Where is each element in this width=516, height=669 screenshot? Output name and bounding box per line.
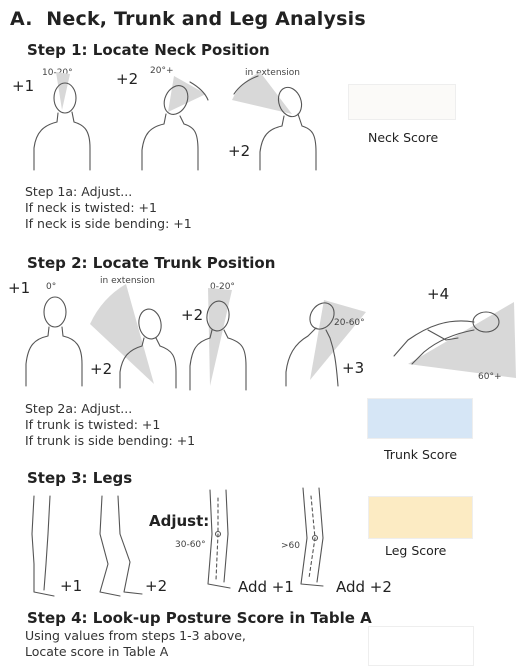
neck-figure-1 <box>24 70 94 180</box>
leg-score-label: Leg Score <box>385 543 446 558</box>
leg-score-2: +2 <box>145 577 167 595</box>
step1a-line-1: Step 1a: Adjust... <box>25 184 192 200</box>
neck-figure-3 <box>230 70 340 180</box>
step2-heading: Step 2: Locate Trunk Position <box>27 254 275 272</box>
step4-instructions: Using values from steps 1-3 above, Locat… <box>25 628 246 660</box>
leg-score-3: Add +1 <box>238 578 294 596</box>
step4-line-1: Using values from steps 1-3 above, <box>25 628 246 644</box>
trunk-figure-1 <box>22 286 92 396</box>
step3-heading: Step 3: Legs <box>27 469 132 487</box>
trunk-angle-4: 20-60° <box>334 318 365 328</box>
neck-score-box[interactable] <box>348 84 456 120</box>
trunk-score-box[interactable] <box>367 398 473 439</box>
neck-figure-2 <box>130 70 220 180</box>
step4-heading: Step 4: Look-up Posture Score in Table A <box>27 609 372 627</box>
leg-figure-2 <box>90 494 150 604</box>
step1a-line-3: If neck is side bending: +1 <box>25 216 192 232</box>
step1a-line-2: If neck is twisted: +1 <box>25 200 192 216</box>
trunk-angle-5: 60°+ <box>478 372 502 382</box>
trunk-figure-3 <box>188 286 268 396</box>
posture-score-box[interactable] <box>368 626 474 666</box>
leg-score-box[interactable] <box>368 496 473 539</box>
step1a-adjust: Step 1a: Adjust... If neck is twisted: +… <box>25 184 192 232</box>
page-title: A. Neck, Trunk and Leg Analysis <box>10 8 366 30</box>
step1-heading: Step 1: Locate Neck Position <box>27 41 270 59</box>
trunk-score-label: Trunk Score <box>384 447 457 462</box>
trunk-score-2: +2 <box>90 360 112 378</box>
step2a-line-3: If trunk is side bending: +1 <box>25 433 195 449</box>
step4-line-2: Locate score in Table A <box>25 644 246 660</box>
neck-score-label: Neck Score <box>368 130 438 145</box>
trunk-score-4: +3 <box>342 359 364 377</box>
neck-score-3: +2 <box>228 142 250 160</box>
step2a-line-1: Step 2a: Adjust... <box>25 401 195 417</box>
leg-score-1: +1 <box>60 577 82 595</box>
leg-score-4: Add +2 <box>336 578 392 596</box>
step2a-adjust: Step 2a: Adjust... If trunk is twisted: … <box>25 401 195 449</box>
step2a-line-2: If trunk is twisted: +1 <box>25 417 195 433</box>
